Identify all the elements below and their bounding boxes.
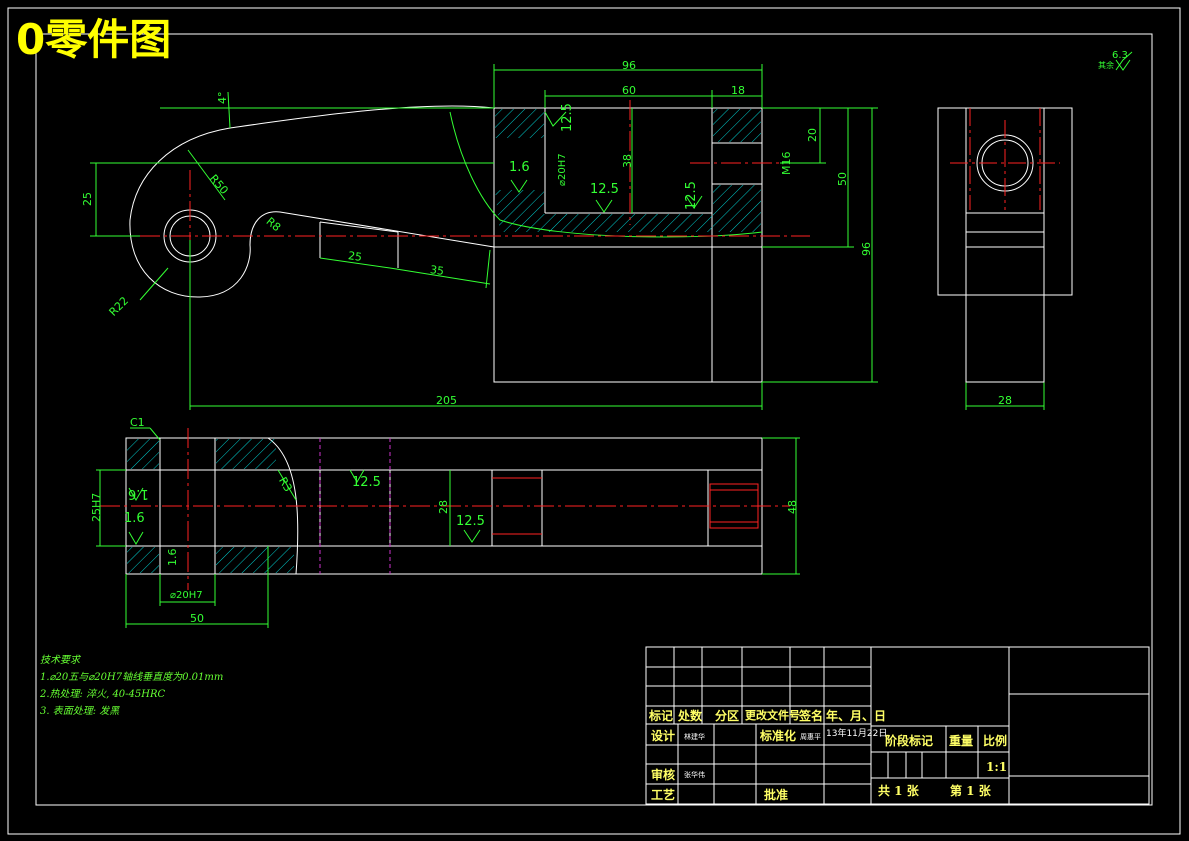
- roughness-1-6-d: 1.6: [166, 548, 179, 567]
- tb-std-name: 周惠平: [800, 733, 821, 741]
- tech-req-item-2: 2.热处理: 淬火, 40-45HRC: [40, 689, 166, 700]
- main-view: [129, 105, 763, 383]
- tb-qianming: 签名: [799, 709, 824, 723]
- roughness-12-5-b: 12.5: [590, 182, 619, 197]
- tb-nianyueri: 年、月、日: [826, 709, 887, 723]
- dim-50: 50: [836, 172, 849, 186]
- dim-25b: 25: [347, 249, 363, 264]
- tb-zhongliang: 重量: [949, 734, 974, 748]
- tb-bili: 比例: [983, 734, 1008, 748]
- dim-60: 60: [622, 84, 636, 97]
- dim-35: 35: [429, 263, 445, 278]
- dim-96-side: 96: [860, 242, 873, 256]
- tb-scale-value: 1:1: [986, 760, 1008, 774]
- tb-fenqu: 分区: [715, 709, 740, 723]
- dim-38: 38: [621, 154, 634, 168]
- roughness-12-5-c: 12.5: [684, 181, 699, 210]
- tb-sheet-no: 第 1 张: [950, 784, 991, 798]
- dim-48: 48: [786, 500, 799, 514]
- tb-checker-name: 张华伟: [684, 771, 705, 779]
- dim-205: 205: [436, 394, 457, 407]
- dim-28: 28: [998, 394, 1012, 407]
- tb-designer-name: 林建华: [684, 733, 705, 741]
- dim-28b: 28: [437, 500, 450, 514]
- title-block-lines: [645, 646, 1150, 805]
- dim-25: 25: [81, 192, 94, 206]
- dim-50b: 50: [190, 612, 204, 625]
- roughness-1-6-b: 1.6: [128, 486, 149, 501]
- tb-biaoji: 标记: [649, 709, 674, 723]
- inner-border: [35, 33, 1153, 806]
- dimensions-bottom: [96, 427, 800, 628]
- tech-req-heading: 技术要求: [40, 655, 80, 666]
- roughness-1-6-a: 1.6: [509, 160, 530, 175]
- dimensions-main: [90, 64, 1045, 410]
- dim-20H7: ⌀20H7: [557, 153, 568, 186]
- dim-20: 20: [806, 128, 819, 142]
- dim-20H7b: ⌀20H7: [170, 590, 203, 601]
- dim-25H7: 25H7: [90, 492, 103, 522]
- dim-4deg: 4°: [216, 91, 229, 105]
- tb-chushu: 处数: [678, 709, 703, 723]
- tb-shenhe: 审核: [651, 768, 676, 782]
- tb-gaiwenjian: 更改文件号: [745, 709, 800, 722]
- bottom-red: [100, 428, 790, 590]
- roughness-1-6-c: 1.6: [124, 511, 145, 526]
- tb-gongyi: 工艺: [651, 788, 676, 802]
- centerlines-main: [140, 100, 810, 320]
- bottom-hidden: [319, 438, 391, 574]
- tech-req-item-1: 1.⌀20五与⌀20H7轴线垂直度为0.01mm: [40, 672, 224, 683]
- tech-req-item-3: 3. 表面处理: 发黑: [40, 706, 120, 717]
- centerlines-side: [950, 108, 1060, 210]
- dim-C1: C1: [130, 416, 145, 429]
- bottom-view: [125, 437, 763, 575]
- drawing-title: 0零件图: [16, 15, 172, 64]
- tb-pizhun: 批准: [764, 788, 789, 802]
- dim-96-top: 96: [622, 59, 636, 72]
- roughness-12-5-e: 12.5: [456, 514, 485, 529]
- technical-requirements: 技术要求 1.⌀20五与⌀20H7轴线垂直度为0.01mm 2.热处理: 淬火,…: [40, 652, 223, 720]
- general-roughness-value: 6.3: [1112, 50, 1128, 61]
- tb-biaozhunhua: 标准化: [760, 729, 797, 743]
- general-roughness-label: 其余: [1098, 61, 1114, 70]
- dim-18: 18: [731, 84, 745, 97]
- tb-date: 13年11月22日: [826, 729, 888, 739]
- roughness-symbols: [128, 51, 1133, 545]
- roughness-12-5-d: 12.5: [352, 475, 381, 490]
- roughness-12-5-a: 12.5: [560, 103, 575, 132]
- tb-sheji: 设计: [651, 729, 676, 743]
- dim-M16: M16: [780, 151, 793, 176]
- tb-jieduan: 阶段标记: [885, 734, 934, 748]
- tb-sheets: 共 1 张: [878, 784, 919, 798]
- outer-border: [7, 7, 1181, 835]
